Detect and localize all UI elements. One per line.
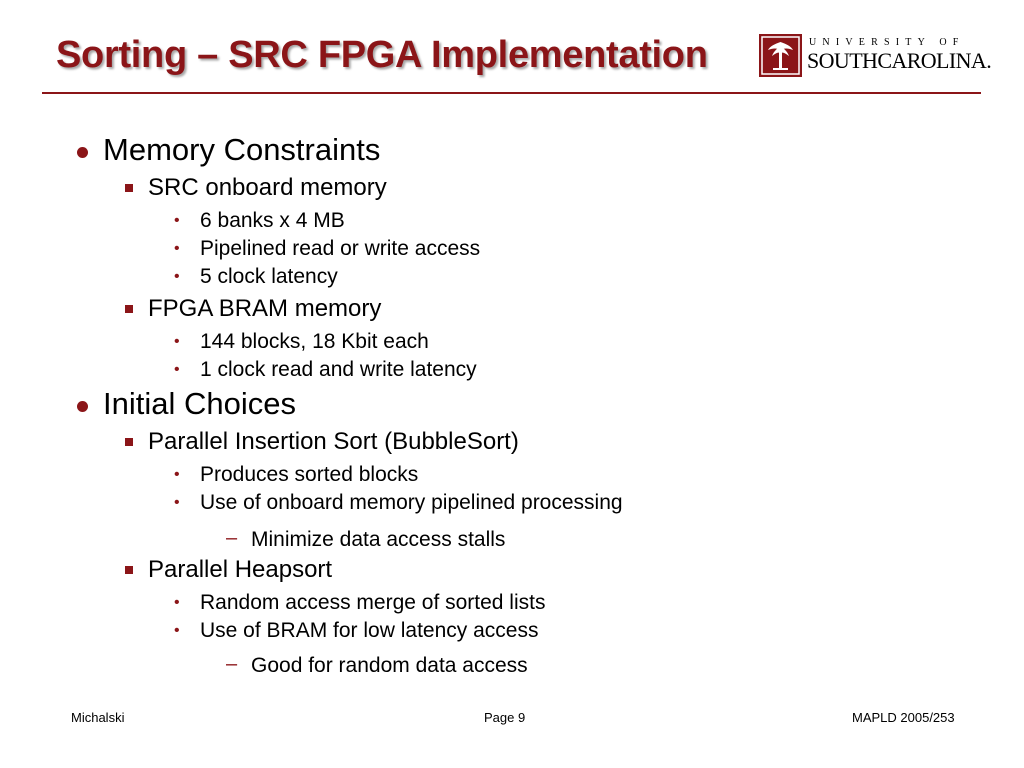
bullet-level4: Minimize data access stalls <box>251 528 506 551</box>
bullet-level3: 6 banks x 4 MB <box>200 209 345 232</box>
title-divider <box>42 92 981 94</box>
logo-south-carolina-text: SOUTHCAROLINA. <box>807 48 992 73</box>
slide-title: Sorting – SRC FPGA Implementation <box>56 34 708 76</box>
bullet-level3: Random access merge of sorted lists <box>200 591 546 614</box>
bullet-level3: Use of onboard memory pipelined processi… <box>200 491 623 514</box>
bullet-square-icon <box>125 566 133 574</box>
bullet-small-dot-icon: • <box>174 622 180 639</box>
bullet-dot-icon <box>77 147 88 158</box>
footer-conference: MAPLD 2005/253 <box>852 710 955 725</box>
bullet-level3: 5 clock latency <box>200 265 338 288</box>
university-logo: UNIVERSITY OF SOUTHCAROLINA. <box>759 34 992 78</box>
bullet-level2: FPGA BRAM memory <box>148 295 382 322</box>
bullet-dash-icon: – <box>226 653 238 675</box>
footer-author: Michalski <box>71 710 125 725</box>
bullet-level2: Parallel Heapsort <box>148 556 333 583</box>
bullet-level2: Parallel Insertion Sort (BubbleSort) <box>148 428 519 455</box>
logo-university-text: UNIVERSITY OF <box>809 37 965 48</box>
bullet-small-dot-icon: • <box>174 268 180 285</box>
bullet-level3: Pipelined read or write access <box>200 237 481 260</box>
bullet-level3: 144 blocks, 18 Kbit each <box>200 330 429 353</box>
bullet-level4: Good for random data access <box>251 654 528 677</box>
bullet-dash-icon: – <box>226 527 238 549</box>
bullet-small-dot-icon: • <box>174 240 180 257</box>
bullet-level2: SRC onboard memory <box>148 174 387 201</box>
bullet-square-icon <box>125 438 133 446</box>
bullet-small-dot-icon: • <box>174 466 180 483</box>
bullet-square-icon <box>125 184 133 192</box>
bullet-square-icon <box>125 305 133 313</box>
bullet-level3: Produces sorted blocks <box>200 463 419 486</box>
bullet-small-dot-icon: • <box>174 494 180 511</box>
bullet-small-dot-icon: • <box>174 361 180 378</box>
bullet-dot-icon <box>77 401 88 412</box>
bullet-level3: Use of BRAM for low latency access <box>200 619 539 642</box>
palmetto-crest-icon <box>759 34 802 77</box>
bullet-level1: Initial Choices <box>103 386 296 421</box>
footer-page-number: Page 9 <box>484 710 526 725</box>
bullet-small-dot-icon: • <box>174 333 180 350</box>
bullet-level1: Memory Constraints <box>103 132 381 167</box>
bullet-small-dot-icon: • <box>174 594 180 611</box>
bullet-level3: 1 clock read and write latency <box>200 358 477 381</box>
bullet-small-dot-icon: • <box>174 212 180 229</box>
